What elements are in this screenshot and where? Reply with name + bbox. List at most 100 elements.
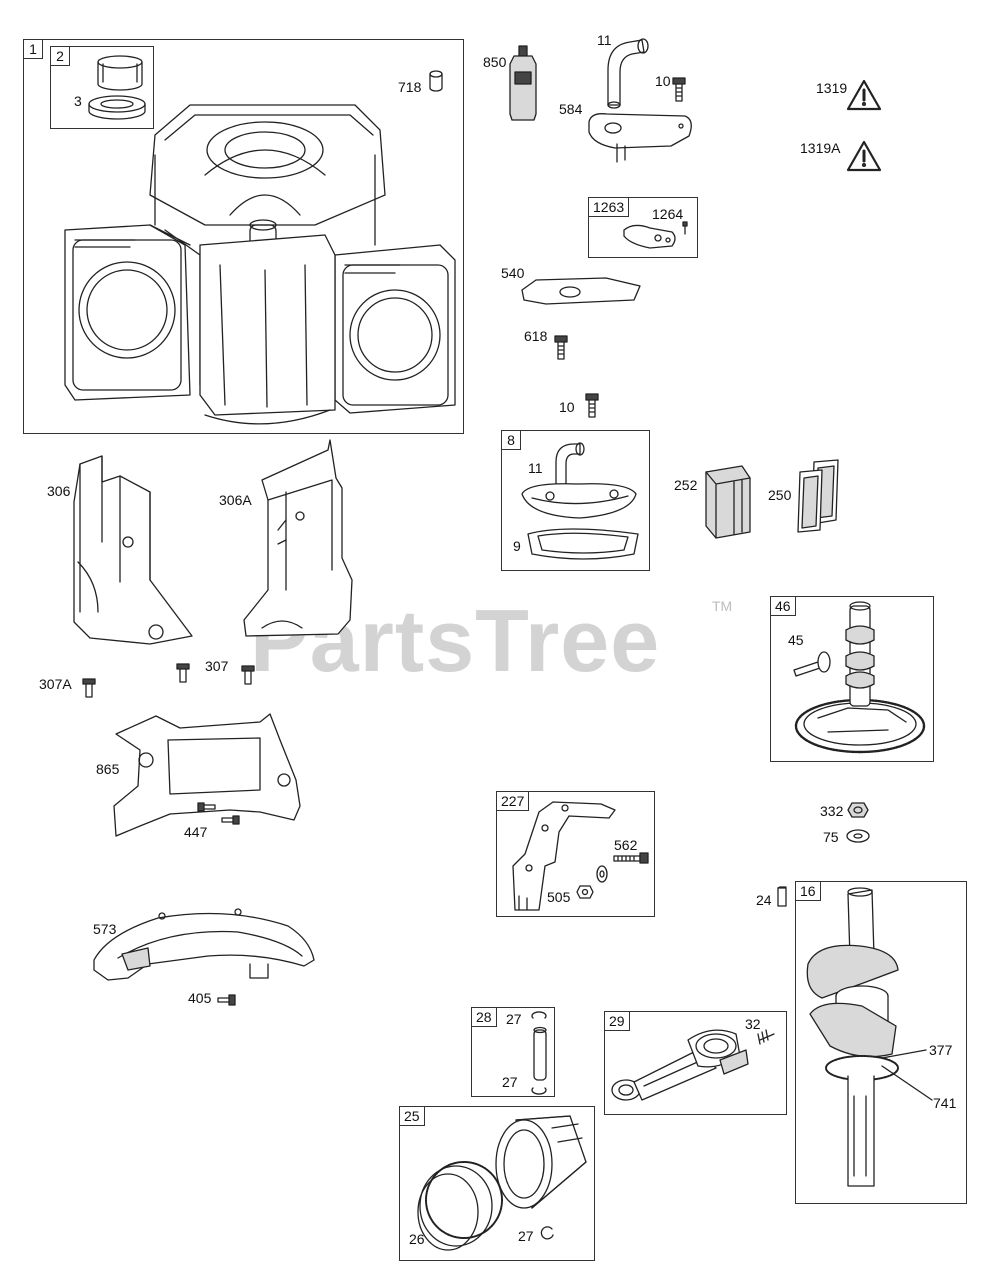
sealant-tube-icon[interactable] bbox=[506, 44, 540, 124]
piston-pin-icon[interactable] bbox=[527, 1010, 553, 1096]
callout-540[interactable]: 540 bbox=[501, 265, 525, 281]
callout-307A[interactable]: 307A bbox=[39, 676, 72, 692]
breather-tube-icon[interactable] bbox=[598, 30, 654, 110]
air-filter-foam-icon[interactable] bbox=[702, 462, 754, 540]
callout-11-box8[interactable]: 11 bbox=[528, 460, 543, 476]
callout-46: 46 bbox=[771, 597, 796, 616]
screw-icon[interactable] bbox=[612, 850, 650, 866]
callout-618[interactable]: 618 bbox=[524, 328, 548, 344]
callout-24[interactable]: 24 bbox=[756, 892, 772, 908]
callout-1319[interactable]: 1319 bbox=[816, 80, 848, 96]
piston-rings-icon[interactable] bbox=[414, 1158, 506, 1254]
blower-housing-base-icon[interactable] bbox=[88, 904, 320, 986]
box-piston[interactable]: 25 bbox=[399, 1106, 595, 1261]
callout-562[interactable]: 562 bbox=[614, 837, 638, 853]
connecting-rod-icon[interactable] bbox=[608, 1020, 784, 1112]
callout-3[interactable]: 3 bbox=[74, 93, 82, 109]
callout-447[interactable]: 447 bbox=[184, 824, 208, 840]
nut-icon[interactable] bbox=[847, 800, 869, 820]
box-crankshaft[interactable]: 16 bbox=[795, 881, 967, 1204]
screw-icon[interactable] bbox=[241, 664, 255, 686]
callout-250[interactable]: 250 bbox=[768, 487, 792, 503]
callout-741[interactable]: 741 bbox=[933, 1095, 957, 1111]
callout-2: 2 bbox=[51, 47, 70, 66]
governor-bracket-icon[interactable] bbox=[505, 796, 625, 914]
callout-9[interactable]: 9 bbox=[513, 538, 521, 554]
callout-377[interactable]: 377 bbox=[929, 1042, 953, 1058]
callout-32[interactable]: 32 bbox=[745, 1016, 761, 1032]
callout-11-top[interactable]: 11 bbox=[597, 32, 612, 48]
callout-1319A[interactable]: 1319A bbox=[800, 140, 841, 156]
callout-27-lower[interactable]: 27 bbox=[502, 1074, 518, 1090]
callout-28: 28 bbox=[472, 1008, 497, 1027]
box-governor-bracket[interactable]: 227 bbox=[496, 791, 655, 917]
callout-252[interactable]: 252 bbox=[674, 477, 698, 493]
dowel-pin-icon[interactable] bbox=[428, 70, 444, 94]
callout-75[interactable]: 75 bbox=[823, 829, 839, 845]
bearing-sleeve-icon[interactable] bbox=[85, 52, 151, 126]
leader-lines bbox=[881, 1049, 933, 1101]
box-bearing-kit[interactable]: 2 bbox=[50, 46, 154, 129]
callout-45[interactable]: 45 bbox=[788, 632, 804, 648]
screw-icon[interactable] bbox=[671, 76, 687, 104]
washer-icon[interactable] bbox=[845, 828, 871, 844]
callout-26[interactable]: 26 bbox=[409, 1231, 425, 1247]
callout-16: 16 bbox=[796, 882, 821, 901]
warning-triangle-icon[interactable] bbox=[846, 140, 882, 172]
box-breather-kit[interactable]: 8 bbox=[501, 430, 650, 571]
callout-332[interactable]: 332 bbox=[820, 803, 844, 819]
screw-icon[interactable] bbox=[553, 334, 569, 362]
callout-25: 25 bbox=[400, 1107, 425, 1126]
callout-505[interactable]: 505 bbox=[547, 889, 571, 905]
washer-icon[interactable] bbox=[594, 864, 610, 884]
box-camshaft[interactable]: 46 bbox=[770, 596, 934, 762]
crankshaft-icon[interactable] bbox=[800, 886, 908, 1198]
callout-227: 227 bbox=[497, 792, 530, 811]
callout-1: 1 bbox=[24, 40, 43, 59]
callout-306[interactable]: 306 bbox=[47, 483, 71, 499]
cylinder-shroud-icon[interactable] bbox=[70, 452, 198, 648]
callout-27-upper[interactable]: 27 bbox=[506, 1011, 522, 1027]
screw-icon[interactable] bbox=[217, 992, 237, 1008]
callout-573[interactable]: 573 bbox=[93, 921, 117, 937]
warning-triangle-icon[interactable] bbox=[846, 79, 882, 111]
crankcase-icon[interactable] bbox=[55, 95, 465, 430]
callout-850[interactable]: 850 bbox=[483, 54, 507, 70]
callout-29: 29 bbox=[605, 1012, 630, 1031]
callout-1263: 1263 bbox=[589, 198, 630, 217]
screw-icon[interactable] bbox=[584, 392, 600, 420]
box-crankcase-assembly[interactable]: 1 bbox=[23, 39, 464, 434]
callout-865[interactable]: 865 bbox=[96, 761, 120, 777]
box-connecting-rod[interactable]: 29 bbox=[604, 1011, 787, 1115]
callout-718[interactable]: 718 bbox=[398, 79, 422, 95]
crankshaft-key-icon[interactable] bbox=[776, 886, 788, 908]
callout-10-mid[interactable]: 10 bbox=[559, 399, 575, 415]
callout-306A[interactable]: 306A bbox=[219, 492, 252, 508]
breather-cover-icon[interactable] bbox=[585, 108, 697, 164]
screw-icon[interactable] bbox=[82, 677, 96, 699]
screw-icon[interactable] bbox=[176, 662, 190, 684]
callout-584[interactable]: 584 bbox=[559, 101, 583, 117]
callout-405[interactable]: 405 bbox=[188, 990, 212, 1006]
gasket-plate-icon[interactable] bbox=[516, 268, 646, 308]
callout-307[interactable]: 307 bbox=[205, 658, 229, 674]
screw-icon[interactable] bbox=[197, 799, 217, 815]
baffle-plate-icon[interactable] bbox=[110, 710, 308, 840]
air-filter-icon[interactable] bbox=[796, 458, 842, 534]
box-breather-reed[interactable]: 1263 bbox=[588, 197, 698, 258]
retaining-clip-icon[interactable] bbox=[538, 1224, 556, 1242]
piston-icon[interactable] bbox=[486, 1112, 590, 1212]
reed-valve-icon[interactable] bbox=[620, 218, 692, 256]
breather-cover-icon[interactable] bbox=[518, 478, 642, 526]
nut-icon[interactable] bbox=[576, 884, 594, 900]
callout-27-piston[interactable]: 27 bbox=[518, 1228, 534, 1244]
callout-10-top[interactable]: 10 bbox=[655, 73, 671, 89]
breather-tube-icon[interactable] bbox=[548, 438, 588, 490]
box-piston-pin[interactable]: 28 bbox=[471, 1007, 555, 1097]
cylinder-shroud-icon[interactable] bbox=[238, 439, 356, 640]
callout-1264[interactable]: 1264 bbox=[652, 206, 684, 222]
screw-icon[interactable] bbox=[221, 812, 241, 828]
camshaft-gear-icon[interactable] bbox=[788, 600, 932, 758]
gasket-icon[interactable] bbox=[524, 522, 644, 566]
